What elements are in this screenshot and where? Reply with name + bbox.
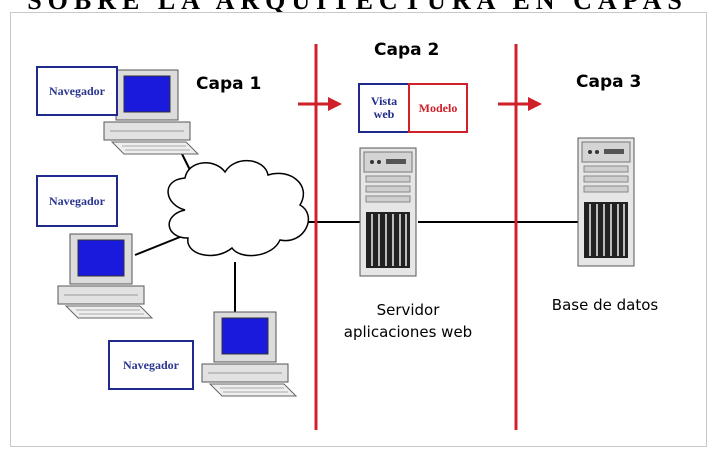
link-pc2 [134,234,186,256]
arrow-icon-2 [498,97,542,111]
network-cloud-icon [167,159,310,257]
client-computer-icon-1 [103,69,199,155]
layer-3-title: Capa 3 [576,72,642,92]
app-server-icon [359,147,417,277]
client-computer-icon-3 [201,311,297,397]
layer-2-title: Capa 2 [374,40,440,60]
layer-1-title: Capa 1 [196,74,262,94]
client-computer-icon-2 [57,233,153,319]
cropped-title: SOBRE LA ARQUITECTURA EN CAPAS [0,0,715,12]
model-component-label: Modelo [408,83,468,133]
database-caption: Base de datos [551,296,659,314]
app-server-caption: Servidor aplicaciones web [343,301,473,341]
view-component-label: Vista web [358,83,410,133]
database-server-icon [577,137,635,267]
browser-label-2: Navegador [36,175,118,227]
arrow-icon-1 [298,97,342,111]
browser-label-3: Navegador [108,340,194,390]
browser-label-1: Navegador [36,66,118,116]
